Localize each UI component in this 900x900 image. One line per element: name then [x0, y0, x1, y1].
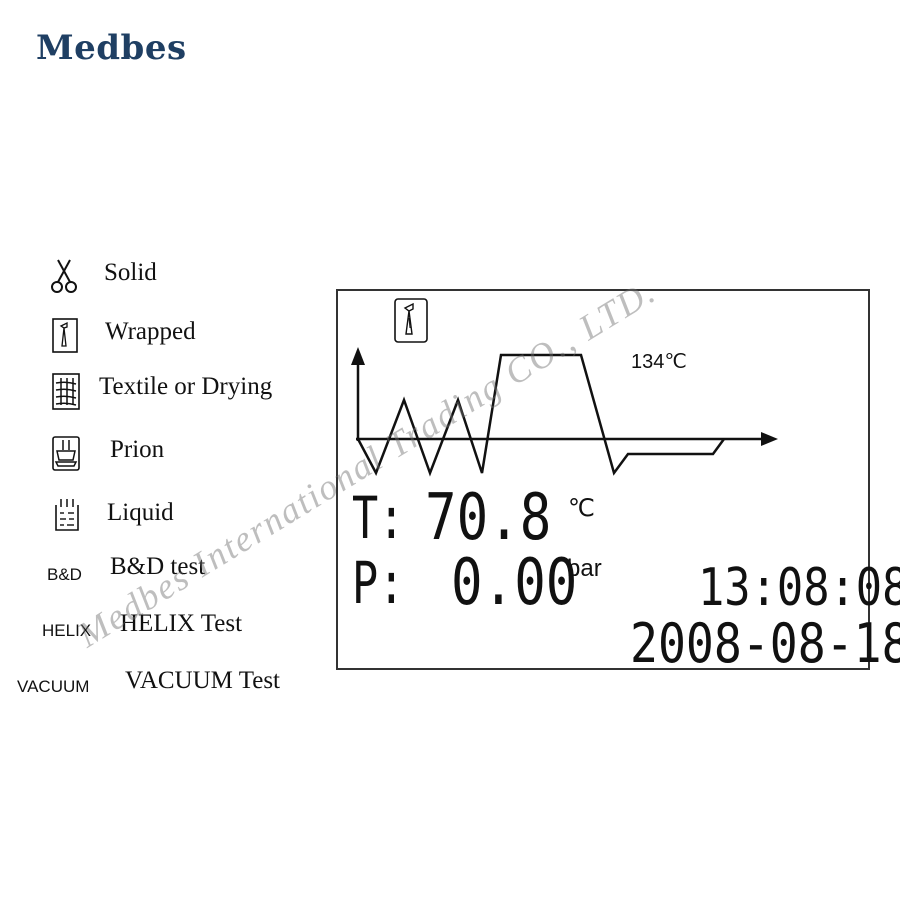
brand-logo: Medbes [36, 28, 187, 68]
temperature-label: T: [352, 484, 405, 552]
wrapped-handpiece-icon [52, 318, 78, 354]
legend-vacuum-label: VACUUM Test [125, 667, 280, 694]
vacuum-code: VACUUM [17, 677, 90, 696]
pressure-unit: bar [567, 555, 602, 582]
peak-temperature-label: 134℃ [631, 351, 687, 373]
bd-code: B&D [47, 565, 82, 584]
lcd-display-panel: 134℃ T: 70.8 ℃ P: 0.00 bar 13:08:08 2008… [336, 289, 900, 675]
pressure-label: P: [352, 549, 405, 617]
textile-grid-icon [52, 373, 80, 411]
legend-prion-label: Prion [110, 436, 165, 463]
scissors-icon [50, 258, 78, 294]
legend-liquid-label: Liquid [107, 499, 174, 526]
liquid-icon [54, 497, 80, 533]
clock-time: 13:08:08 [698, 558, 900, 618]
pressure-value: 0.00 [451, 546, 578, 620]
legend-wrapped-label: Wrapped [105, 318, 196, 345]
legend-solid-label: Solid [104, 259, 157, 286]
prion-icon [52, 436, 80, 472]
sterilization-cycle-curve [351, 347, 778, 477]
temperature-unit: ℃ [568, 495, 595, 522]
legend-bd-label: B&D test [110, 553, 206, 580]
legend-helix-label: HELIX Test [120, 610, 243, 637]
helix-code: HELIX [42, 621, 92, 640]
wrapped-handpiece-icon [394, 298, 428, 344]
temperature-value: 70.8 [425, 481, 552, 555]
clock-date: 2008-08-18 [630, 612, 900, 675]
legend-textile-label: Textile or Drying [99, 373, 273, 400]
